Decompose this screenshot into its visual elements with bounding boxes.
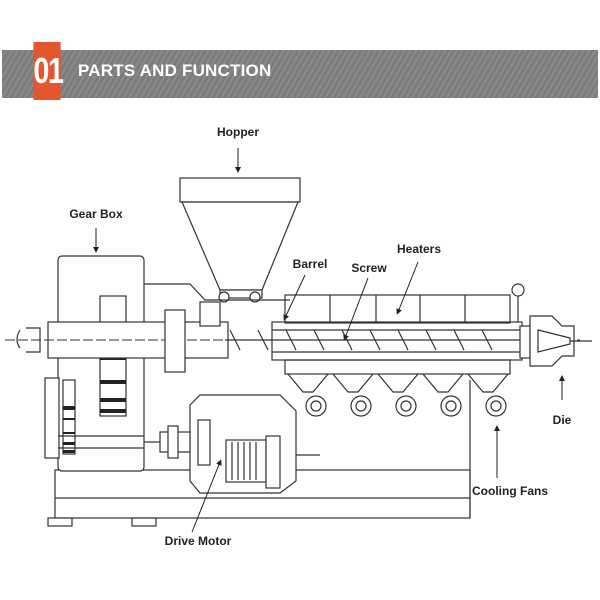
label-gear-box: Gear Box — [69, 207, 123, 221]
arrow-drive-motor — [191, 459, 222, 533]
label-barrel: Barrel — [293, 257, 328, 271]
cooling-fans — [284, 359, 511, 518]
label-heaters: Heaters — [397, 242, 441, 256]
label-screw: Screw — [351, 261, 387, 275]
section-title: PARTS AND FUNCTION — [78, 61, 272, 80]
drive-motor — [144, 394, 320, 494]
label-die: Die — [553, 413, 572, 427]
label-drive-motor: Drive Motor — [165, 534, 232, 548]
arrow-screw — [343, 277, 369, 341]
barrel — [271, 321, 523, 361]
label-hopper: Hopper — [217, 125, 259, 139]
main-shaft — [5, 321, 580, 359]
hopper — [179, 177, 301, 303]
header-banner — [2, 50, 598, 98]
section-number-badge: 01 — [33, 42, 64, 100]
label-cooling-fans: Cooling Fans — [472, 484, 548, 498]
arrow-heaters — [396, 261, 419, 315]
feed-housing — [144, 283, 290, 373]
gear-box — [44, 255, 145, 472]
arrow-barrel — [283, 274, 306, 321]
die — [519, 315, 592, 367]
heaters — [284, 283, 525, 324]
